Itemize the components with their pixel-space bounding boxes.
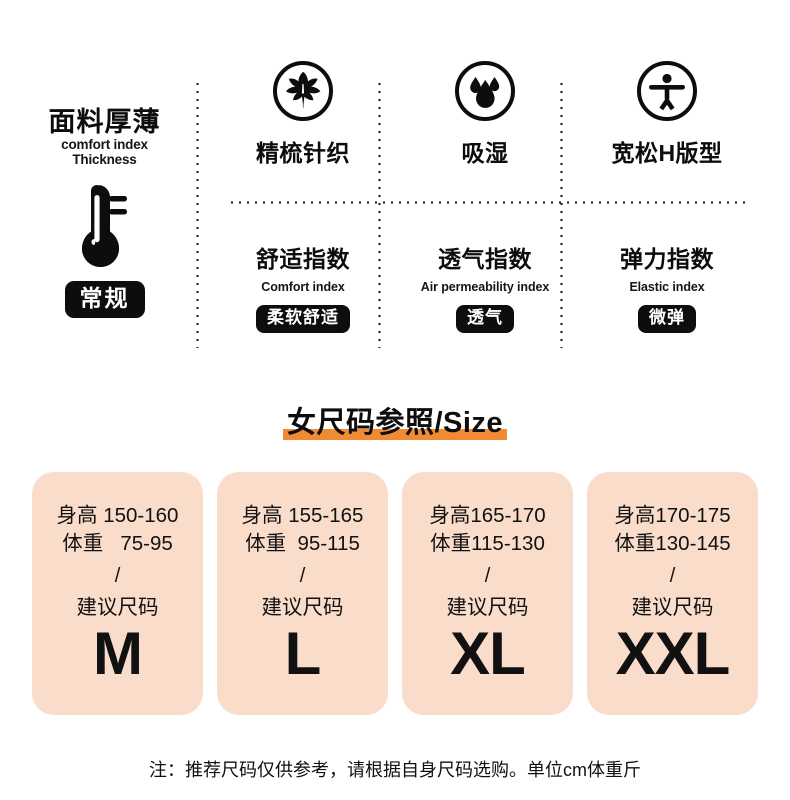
- size-card-size-value: M: [93, 620, 143, 688]
- size-card-recommend-label: 建议尺码: [446, 595, 529, 619]
- size-card-size-value: XL: [450, 620, 526, 688]
- size-section-title: 女尺码参照/Size: [282, 407, 508, 442]
- size-card-weight: 体重130-145: [614, 532, 731, 556]
- footer-note: 注：推荐尺码仅供参考，请根据自身尺码选购。单位cm体重斤: [149, 760, 641, 780]
- thickness-title-en-line2: Thickness: [72, 152, 137, 168]
- water-drops-icon: [455, 61, 515, 121]
- feature-label-combed-knit: 精梳针织: [256, 140, 350, 166]
- size-card[interactable]: 身高 155-165 体重 95-115 / 建议尺码 L: [217, 472, 388, 715]
- size-title-underline: [282, 428, 508, 440]
- grid-divider-vertical-2: [378, 80, 381, 348]
- size-card-slash: /: [299, 564, 306, 587]
- feature-label-moisture: 吸湿: [461, 140, 509, 166]
- size-card-weight: 体重 75-95: [62, 532, 173, 556]
- size-card-recommend-label: 建议尺码: [261, 595, 344, 619]
- air-permeability-index-label-cn: 透气指数: [438, 246, 532, 272]
- feature-cell-elastic-index: 弹力指数 Elastic index 微弹: [579, 240, 755, 333]
- grid-divider-horizontal: [228, 201, 746, 204]
- feature-cell-loose-fit: 宽松H版型: [579, 60, 755, 168]
- size-card-recommend-label: 建议尺码: [631, 595, 714, 619]
- thickness-badge: 常规: [64, 281, 145, 318]
- elastic-index-badge: 微弹: [638, 305, 696, 333]
- size-card[interactable]: 身高165-170 体重115-130 / 建议尺码 XL: [402, 472, 573, 715]
- grid-divider-vertical-1: [196, 80, 199, 348]
- size-card-list: 身高 150-160 体重 75-95 / 建议尺码 M 身高 155-165 …: [32, 472, 758, 715]
- elastic-index-label-cn: 弹力指数: [620, 246, 714, 272]
- thickness-badge-wrap: 常规: [12, 281, 197, 318]
- feature-cell-moisture: 吸湿: [397, 60, 573, 168]
- elastic-index-label-en: Elastic index: [629, 280, 705, 294]
- size-card-recommend-label: 建议尺码: [76, 595, 159, 619]
- air-permeability-index-label-en: Air permeability index: [420, 280, 550, 294]
- feature-label-loose-fit: 宽松H版型: [611, 140, 723, 166]
- comfort-index-label-cn: 舒适指数: [256, 246, 350, 272]
- person-icon: [637, 61, 697, 121]
- size-card-slash: /: [669, 564, 676, 587]
- size-card-height: 身高 155-165: [241, 504, 364, 527]
- comfort-index-badge: 柔软舒适: [256, 305, 350, 333]
- size-section-header: 女尺码参照/Size: [0, 407, 790, 442]
- feature-grid: 面料厚薄 comfort index Thickness 常规 精梳针织: [0, 0, 790, 370]
- size-card[interactable]: 身高 150-160 体重 75-95 / 建议尺码 M: [32, 472, 203, 715]
- comfort-index-label-en: Comfort index: [261, 280, 345, 294]
- size-card-size-value: XXL: [615, 620, 731, 688]
- cotton-plant-icon: [273, 61, 333, 121]
- feature-cell-combed-knit: 精梳针织: [215, 60, 391, 168]
- grid-divider-vertical-3: [560, 80, 563, 348]
- size-card-weight: 体重115-130: [430, 532, 545, 556]
- thickness-title-en-line1: comfort index: [61, 137, 148, 153]
- feature-cell-air-permeability-index: 透气指数 Air permeability index 透气: [397, 240, 573, 333]
- size-card-height: 身高170-175: [614, 504, 731, 527]
- feature-cell-comfort-index: 舒适指数 Comfort index 柔软舒适: [215, 240, 391, 333]
- size-card-slash: /: [114, 564, 121, 587]
- thickness-title-cn: 面料厚薄: [48, 107, 161, 137]
- size-card-size-value: L: [284, 620, 322, 688]
- air-permeability-index-badge: 透气: [456, 305, 514, 333]
- elastic-index-badge-wrap: 微弹: [579, 305, 755, 333]
- size-card-height: 身高165-170: [429, 504, 546, 527]
- size-card-weight: 体重 95-115: [245, 532, 360, 556]
- size-card-height: 身高 150-160: [56, 504, 179, 527]
- size-card[interactable]: 身高170-175 体重130-145 / 建议尺码 XXL: [587, 472, 758, 715]
- feature-cell-thickness: 面料厚薄 comfort index Thickness 常规: [12, 107, 197, 318]
- comfort-index-badge-wrap: 柔软舒适: [215, 305, 391, 333]
- thermometer-icon: [81, 185, 127, 268]
- air-permeability-index-badge-wrap: 透气: [397, 305, 573, 333]
- size-card-slash: /: [484, 564, 491, 587]
